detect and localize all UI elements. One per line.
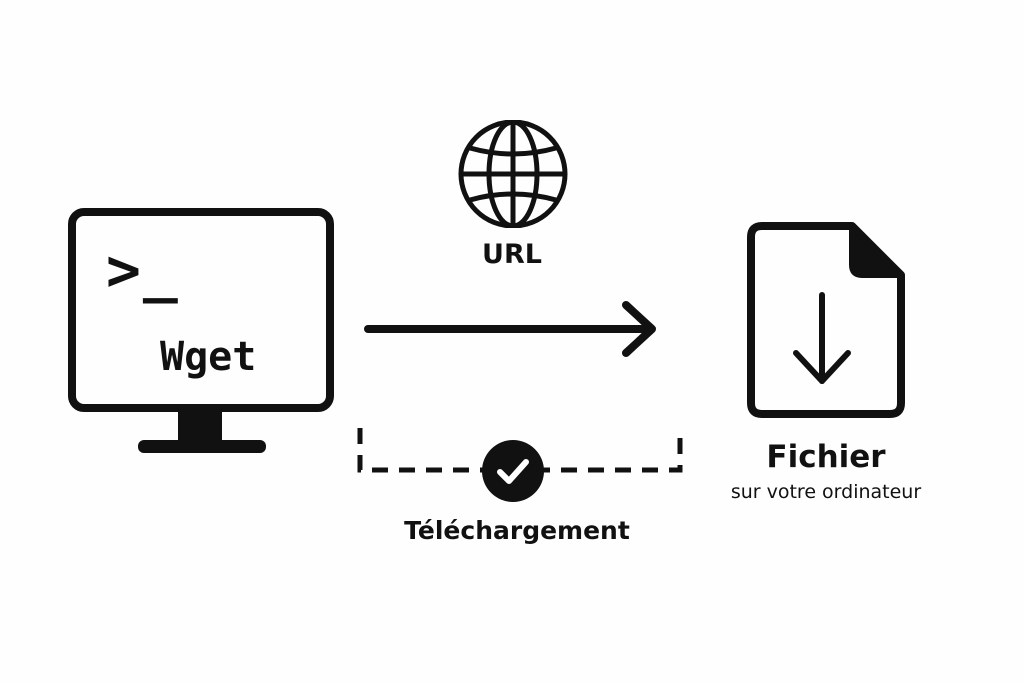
url-label: URL [482, 239, 542, 270]
monitor-base [138, 440, 266, 453]
arrow-right-icon [364, 301, 656, 357]
download-label: Téléchargement [404, 516, 630, 545]
file-title: Fichier [766, 439, 886, 475]
monitor-icon [68, 208, 334, 453]
monitor-neck [178, 408, 222, 444]
terminal-prompt: >_ [106, 236, 180, 304]
download-file-icon [747, 222, 905, 418]
globe-icon [458, 120, 568, 228]
checkmark-circle-icon [482, 440, 544, 502]
program-name: Wget [160, 334, 257, 380]
file-subtitle: sur votre ordinateur [730, 481, 922, 503]
